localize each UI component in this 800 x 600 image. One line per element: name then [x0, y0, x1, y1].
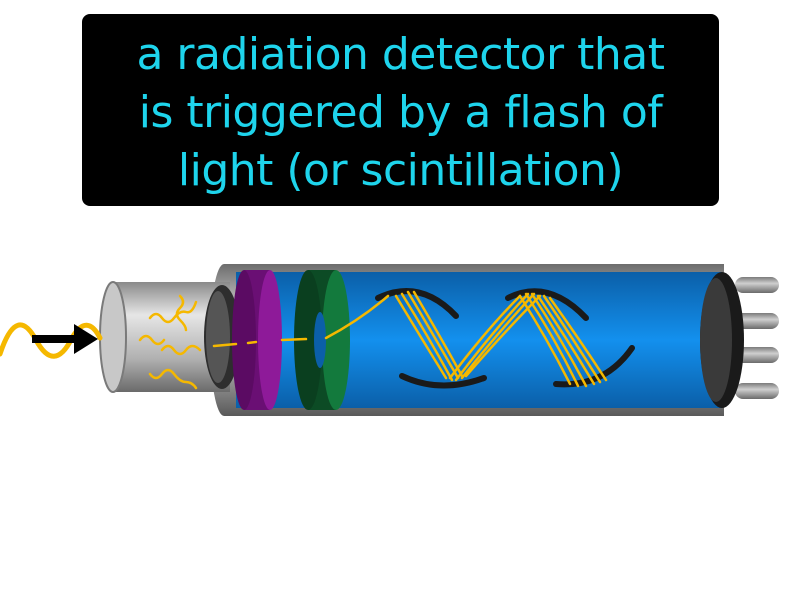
detector-window-cap	[99, 281, 240, 393]
electron-path	[212, 290, 608, 388]
focusing-electrode	[294, 270, 350, 410]
scintillation-crystal	[232, 270, 282, 410]
gamma-ray-wave	[0, 322, 103, 359]
definition-box: a radiation detector that is triggered b…	[82, 14, 719, 206]
right-arrow-icon	[32, 324, 98, 354]
dynodes	[375, 288, 635, 389]
definition-line-1: a radiation detector that	[136, 29, 665, 80]
light-photons	[138, 294, 202, 390]
definition-line-3: light (or scintillation)	[177, 145, 624, 196]
definition-line-2: is triggered by a flash of	[138, 87, 663, 138]
scintillation-detector-diagram	[0, 264, 779, 416]
base-pins	[735, 277, 779, 399]
